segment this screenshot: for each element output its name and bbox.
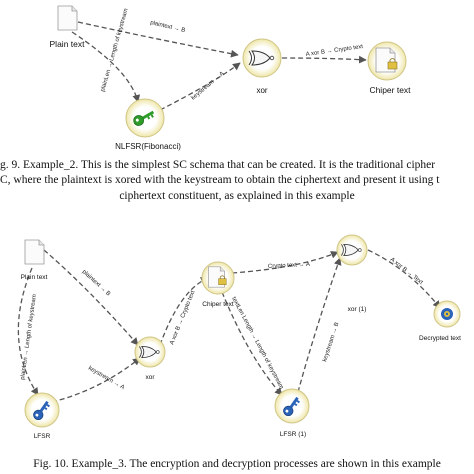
fig9-edge-plaintext-length [71,31,141,103]
fig10-node-xor[interactable]: xor [134,336,166,381]
fig9-node-nlfsr[interactable]: NLFSR(Fibonacci) [115,98,181,151]
fig10-node-xor1[interactable]: xor (1) [336,234,368,313]
fig9-edges [71,21,367,111]
fig10-edge-plaintext-b [43,249,139,346]
fig10-edge-label-keystream-b: keystream → B [322,322,340,363]
fig9-edge-label-keystream-a: keystream → A [190,71,225,102]
fig9-edge-label-plaintext-b: plaintext → B [150,20,186,34]
fig9-edge-plaintext-b [77,21,239,58]
document-icon [24,239,45,265]
fig10-node-decrypted-text[interactable]: Decrypted text [419,300,461,342]
fig9-caption-line-3: ciphertext constituent, as explained in … [119,190,354,202]
fig10-node-xor1-label: xor (1) [348,306,367,313]
fig9-node-chiper-text[interactable]: Chiper text [367,41,411,95]
fig9-edge-keystream-a [159,62,241,111]
fig10-edge-keystream-a [51,357,141,403]
fig10-node-xor-label: xor [145,374,155,381]
fig10-caption: Fig. 10. Example_3. The encryption and d… [33,458,441,470]
fig10-edge-label-crypto-a: Crypto text → A [268,262,310,270]
fig10-node-lfsr[interactable]: LFSR [24,392,60,440]
fig10-edge-keystream-b [297,257,342,393]
document-lock-icon [208,266,227,288]
fig10-node-plain-text[interactable]: Plain text [21,239,48,281]
fig9-node-plain-text[interactable]: Plain text [50,5,86,49]
fig10-edge-label-xor1-out: A xor B → Text [389,257,424,286]
fig9-node-chiper-text-label: Chiper text [369,85,411,95]
fig10-edge-label-plaintext-b: plaintext → B [81,269,112,297]
fig9-node-xor-label: xor [256,86,267,95]
fig9-node-nlfsr-label: NLFSR(Fibonacci) [115,142,181,151]
document-lock-icon [375,47,398,73]
fig9-edge-label-xor-crypto: A xor B → Crypto text [305,44,363,58]
fig10-edge-crypto-a [231,251,339,274]
fig10-edge-label-textlen-length: textLen Length → Length of keystream [230,296,284,390]
fig10-node-decrypted-text-label: Decrypted text [419,335,461,342]
fig10-edge-xor1-out [367,249,441,309]
fig10-node-chiper-text-label: Chiper text [202,301,234,308]
fig10-node-chiper-text[interactable]: Chiper text [201,261,235,308]
fig10-edge-label-plaintext-length: plainLen → Length of keystream [20,294,38,380]
fig10-edge-label-xor-crypto: A xor B → Crypto text [169,290,196,346]
fig10-node-lfsr1[interactable]: LFSR (1) [274,388,310,438]
fig10-edge-xor-crypto [159,277,209,346]
fig10-node-plain-text-label: Plain text [21,274,48,281]
fig9-caption-line-1: g. 9. Example_2. This is the simplest SC… [0,159,435,171]
fig9-caption-line-2: C, where the plaintext is xored with the… [0,174,440,186]
fig10-edges [17,249,441,403]
fig9-caption: g. 9. Example_2. This is the simplest SC… [0,159,440,202]
document-icon [57,5,78,31]
fig10-node-lfsr-label: LFSR [34,433,51,440]
decrypted-icon [441,308,453,320]
fig10-node-lfsr1-label: LFSR (1) [280,431,306,438]
fig9-edge-label-plaintext-length: plainLen → Length of keystream [100,8,130,93]
fig10-edge-textlen-length [221,291,283,396]
fig9-node-plain-text-label: Plain text [50,39,86,49]
fig10-edge-plaintext-length [17,267,39,396]
fig9-edge-xor-crypto [281,55,367,64]
fig9-node-xor[interactable]: xor [242,38,282,95]
